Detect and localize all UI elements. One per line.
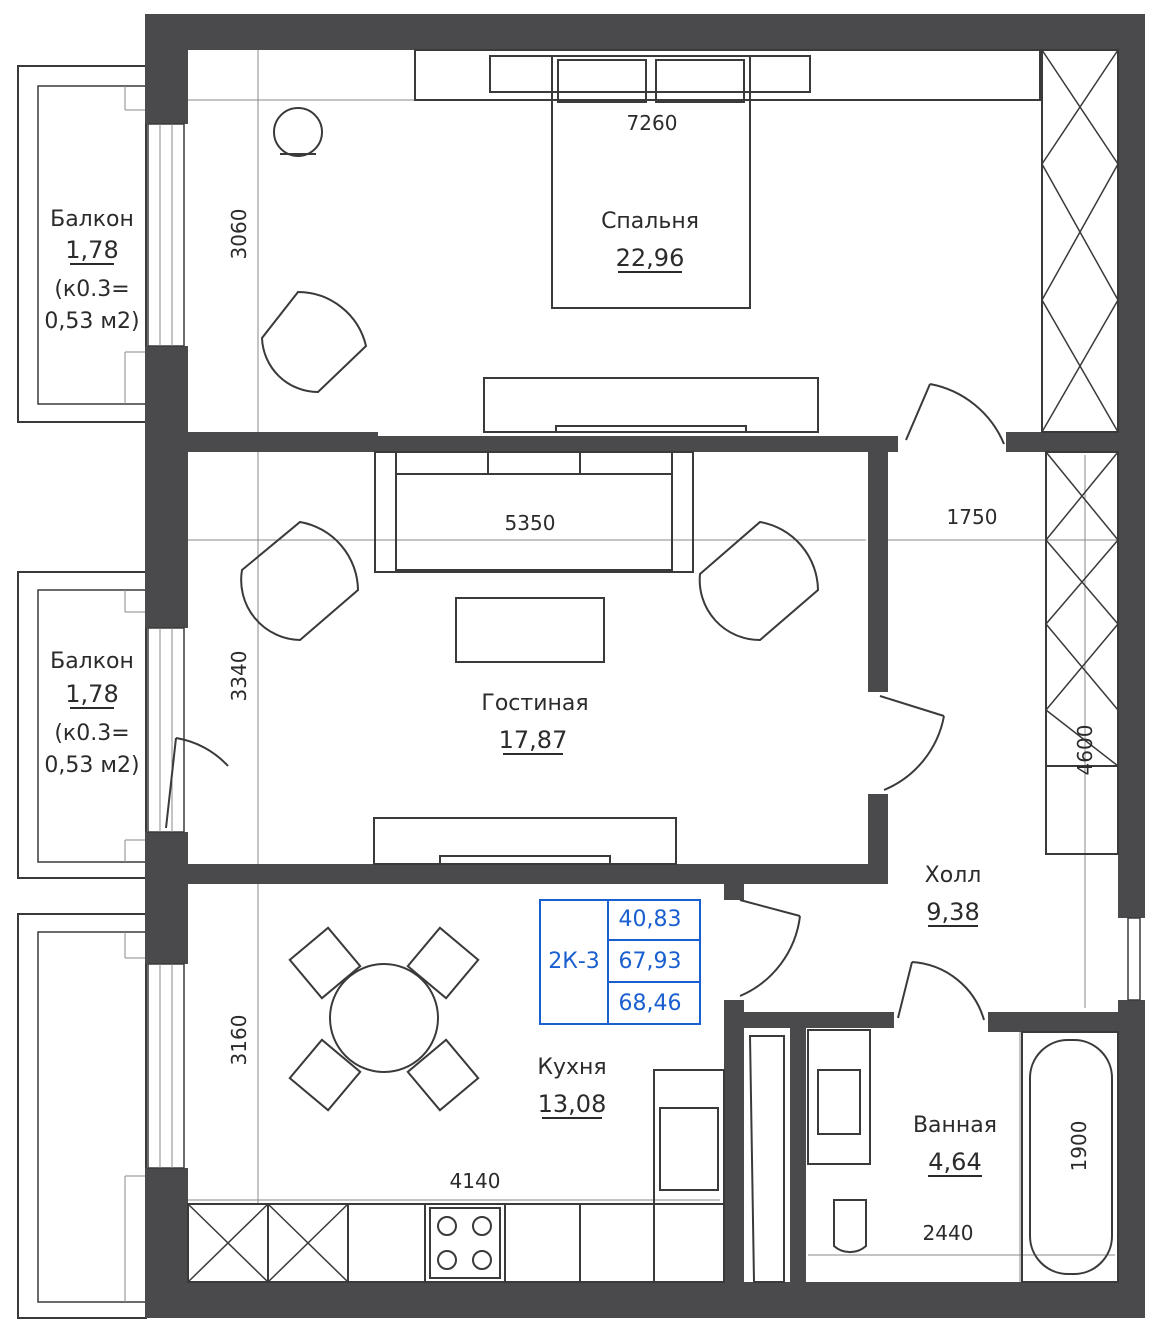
dim-living-width: 5350 [505,511,556,535]
kitchen-furniture [187,926,725,1283]
tag-value-2: 67,93 [619,949,682,974]
balcony2-coef: (к0.3= [54,721,129,746]
bath-furniture [748,1029,1119,1283]
bedroom-furniture [260,49,1119,433]
dim-bedroom-depth: 3060 [227,209,251,260]
dim-hall-length: 4600 [1073,725,1097,776]
kitchen-area: 13,08 [538,1090,607,1118]
balcony-middle [17,571,147,879]
bedroom-area: 22,96 [616,244,685,272]
windows [147,123,1141,1169]
hall-area: 9,38 [926,898,979,926]
hall-name: Холл [925,863,982,888]
dim-bath-width: 2440 [923,1221,974,1245]
doors [165,383,1005,1021]
dim-bath-depth: 1900 [1067,1121,1091,1172]
dim-kitchen-width: 4140 [450,1169,501,1193]
walls [145,14,1145,1318]
bath-name: Ванная [913,1113,997,1138]
balcony2-reduced: 0,53 м2) [44,753,139,778]
kitchen-name: Кухня [537,1055,606,1080]
balcony1-reduced: 0,53 м2) [44,309,139,334]
tag-value-1: 40,83 [619,907,682,932]
balcony2-name: Балкон [50,649,134,674]
living-area: 17,87 [499,726,568,754]
tag-value-3: 68,46 [619,991,682,1016]
balcony1-area: 1,78 [65,236,118,264]
balcony-top [17,65,147,423]
dim-hall-width: 1750 [947,505,998,529]
dimension-labels: 7260 3060 5350 3340 1750 4600 4140 3160 … [227,111,1097,1245]
balcony1-name: Балкон [50,207,134,232]
bedroom-name: Спальня [601,209,699,234]
living-name: Гостиная [481,691,588,716]
balcony-bottom [17,913,147,1319]
balcony1-coef: (к0.3= [54,277,129,302]
living-furniture [240,451,1119,865]
apartment-code: 2К-3 [548,949,600,974]
apartment-tag: 2К-3 40,83 67,93 68,46 [539,899,701,1025]
bath-area: 4,64 [928,1148,981,1176]
dim-bedroom-width: 7260 [627,111,678,135]
balcony2-area: 1,78 [65,680,118,708]
dim-kitchen-depth: 3160 [227,1015,251,1066]
room-labels: Спальня 22,96 Гостиная 17,87 Кухня 13,08… [44,207,997,1177]
dim-living-depth: 3340 [227,651,251,702]
